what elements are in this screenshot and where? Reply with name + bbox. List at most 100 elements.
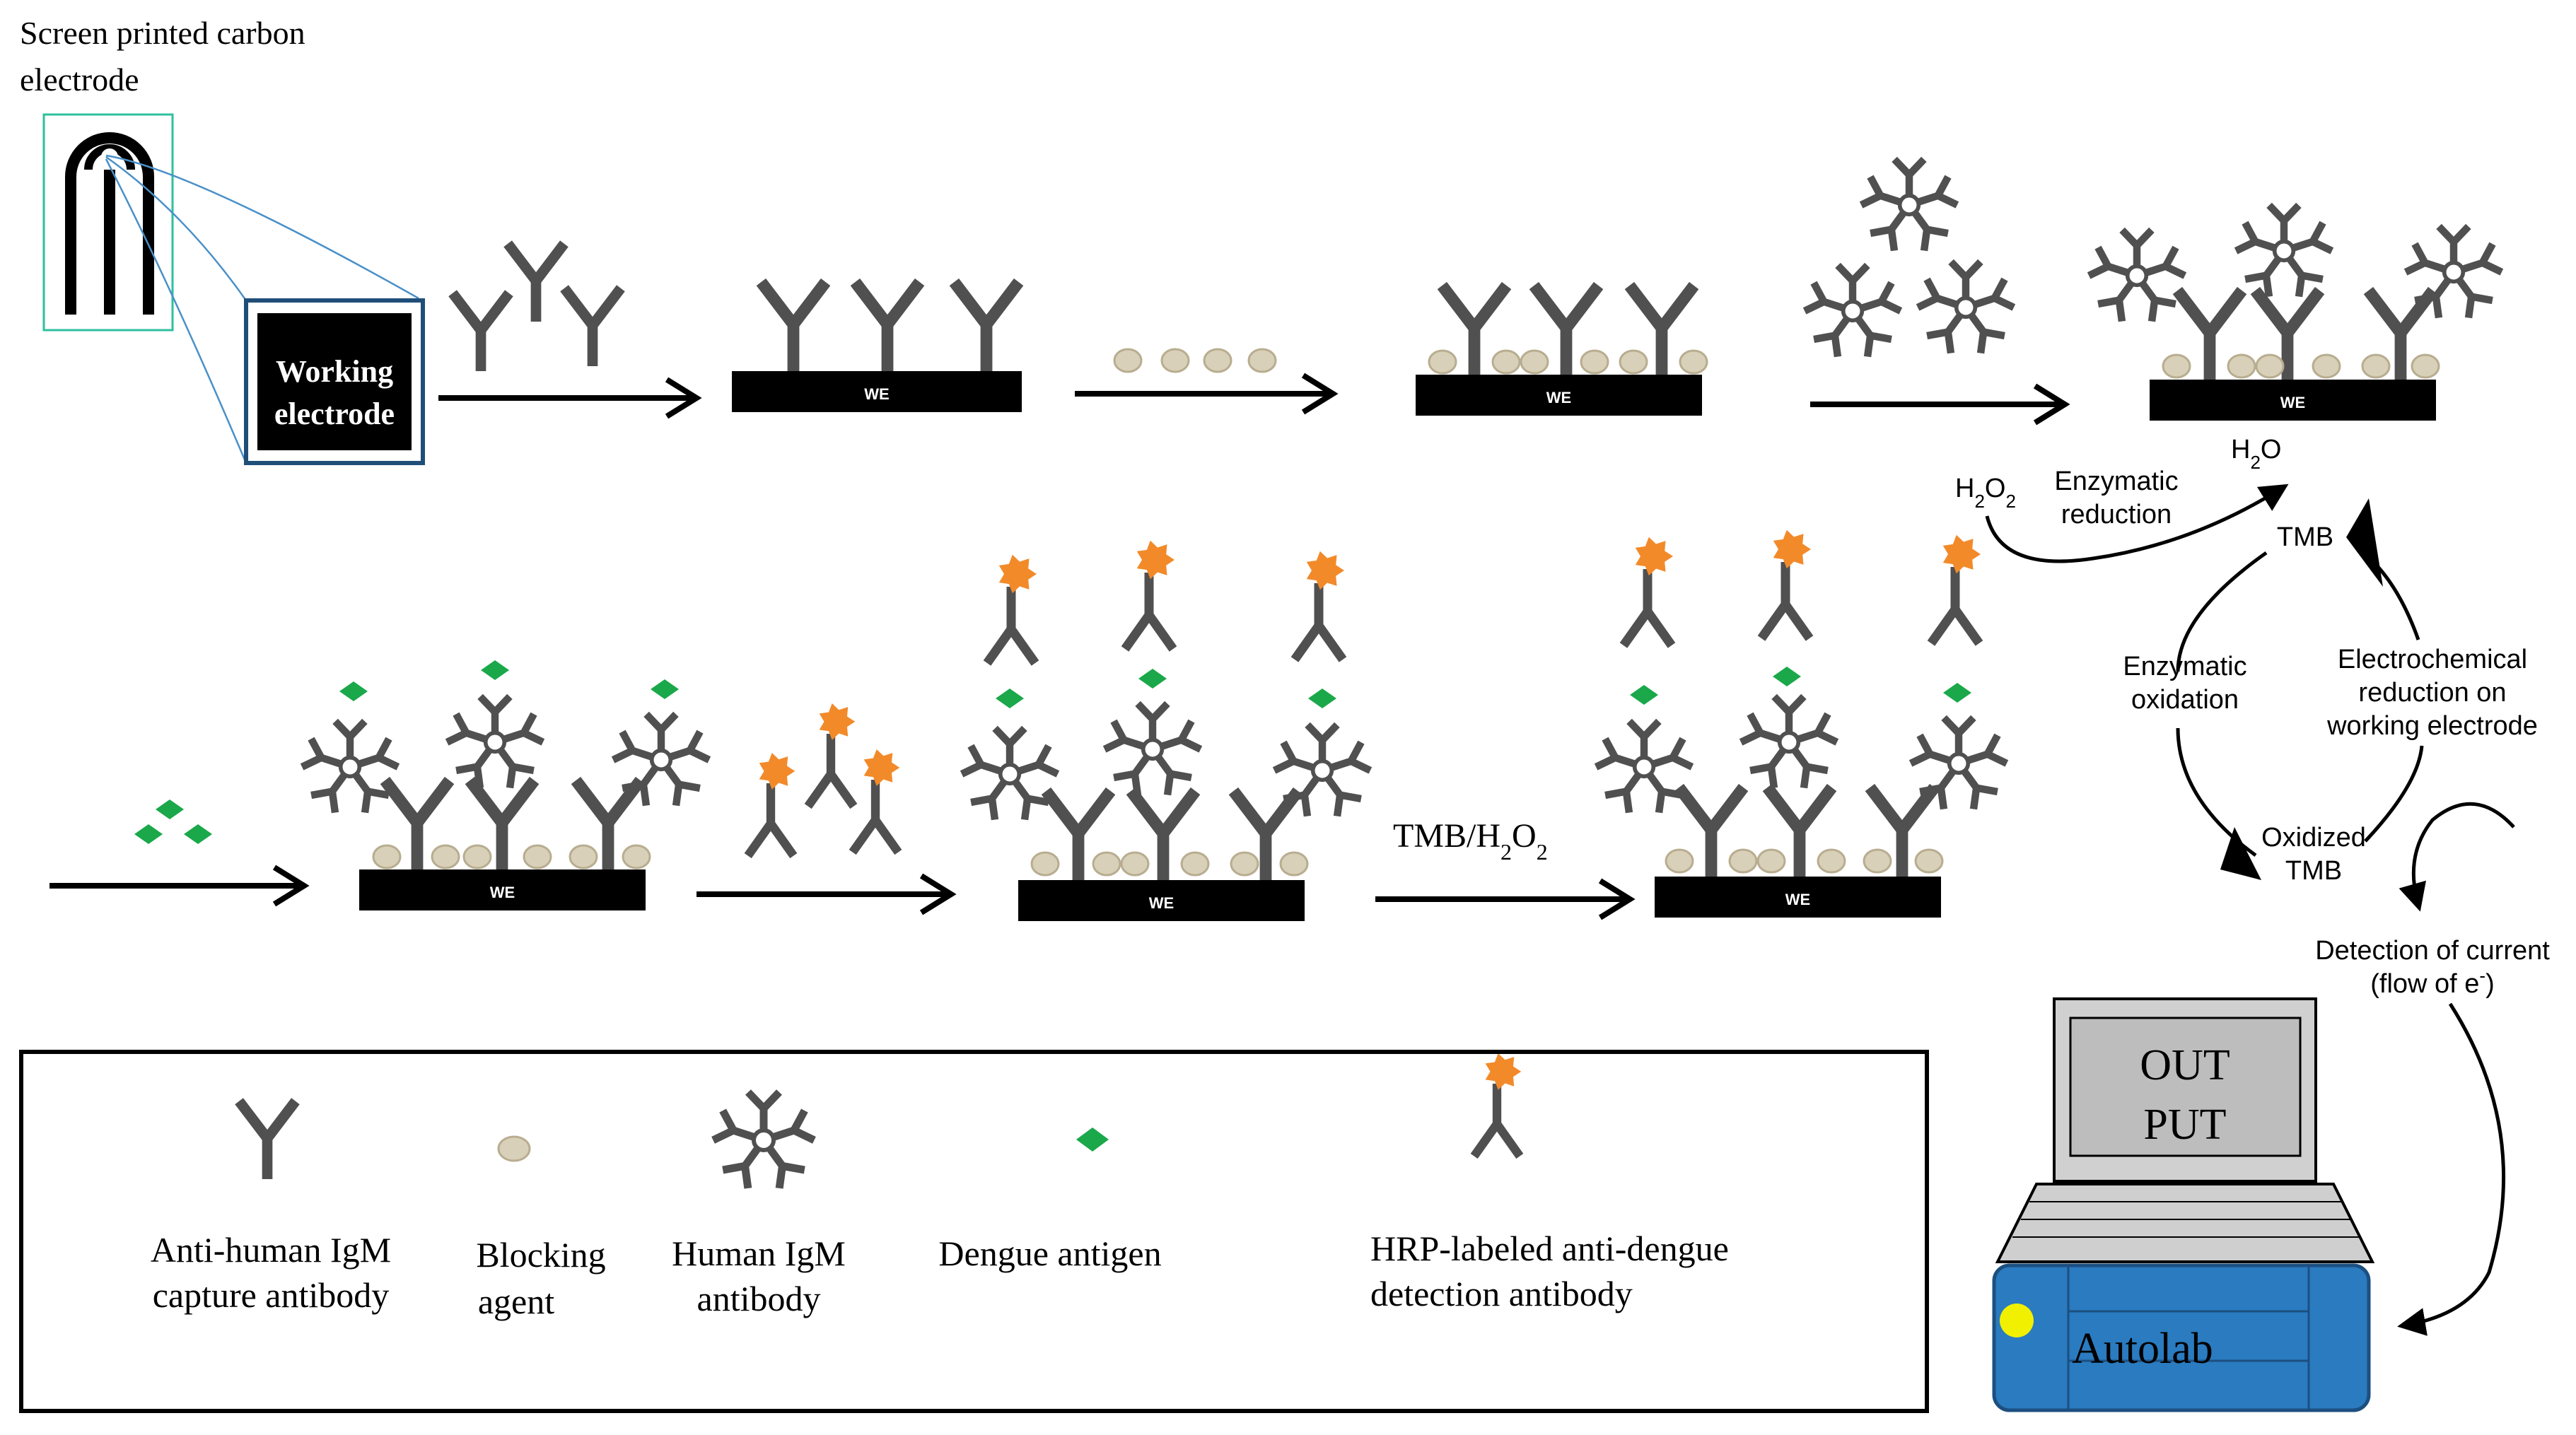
legend-blocking-line1: Blocking <box>476 1235 605 1275</box>
igm-arm <box>771 1108 816 1144</box>
electrode-we-label: WE <box>1546 389 1571 406</box>
igm-arm <box>1892 156 1927 196</box>
blocking-agent <box>1428 349 1457 375</box>
keyboard <box>1995 1183 2375 1263</box>
monitor-screen <box>2069 1017 2302 1157</box>
dengue-antigen <box>1630 685 1658 705</box>
capture-antibody <box>1126 787 1201 880</box>
igm-arm <box>1802 281 1845 315</box>
blocking-agent <box>2227 353 2256 379</box>
igm-arm <box>497 747 535 789</box>
blocking-agent <box>1491 349 1521 375</box>
hrp-detection-antibody <box>1121 540 1177 652</box>
igm-arm <box>1113 754 1150 796</box>
blocking-agent <box>1914 848 1944 874</box>
hrp-enzyme <box>1773 529 1811 569</box>
capture-antibody <box>1762 783 1837 877</box>
blocking-agent <box>1230 851 1259 877</box>
capture-antibody <box>850 278 925 371</box>
sensor-title-line2: electrode <box>20 62 139 98</box>
igm-arm <box>1919 768 1957 810</box>
igm-arm <box>445 712 487 746</box>
legend-dengue-antigen-icon <box>1076 1128 1109 1152</box>
igm-arm <box>2286 256 2324 298</box>
arrowhead <box>1598 878 1636 920</box>
igm-arm <box>2436 223 2471 263</box>
oxidation-arc-bottom <box>2176 727 2257 857</box>
working-electrode-surface: WE <box>1655 877 1941 918</box>
igm-arm <box>2145 245 2187 279</box>
capture-antibody <box>1624 281 1699 375</box>
igm-arm <box>1835 262 1870 302</box>
igm-arm <box>1749 747 1787 789</box>
igm-arm <box>477 693 513 733</box>
arrowhead <box>665 377 702 419</box>
igm-arm <box>1012 779 1049 821</box>
h2o2-label: H2O2 <box>1955 474 2016 512</box>
legend-blocking-agent-icon <box>497 1135 531 1162</box>
igm-arm <box>766 1146 805 1189</box>
igm-arm <box>970 779 1008 821</box>
we-label-line1: Working <box>276 354 393 389</box>
autolab-computer: OUT PUT Autolab <box>1992 997 2375 1412</box>
screen-output-line2: PUT <box>2143 1101 2226 1149</box>
electrochemical-line3: working electrode <box>2326 711 2538 741</box>
dengue-antigen <box>184 824 212 844</box>
blocking-agent <box>1092 851 1121 877</box>
blocking-agent <box>622 844 651 869</box>
screen-printed-electrode-group: Screen printed carbon electrode Working … <box>20 15 425 465</box>
hrp-detection-antibody <box>1290 551 1347 662</box>
legend-antigen-line1: Dengue antigen <box>938 1234 1161 1273</box>
igm-arm <box>1594 737 1636 771</box>
arrowhead <box>2033 383 2070 426</box>
igm-arm <box>1305 722 1340 761</box>
legend-human-line2: antibody <box>697 1279 821 1318</box>
dengue-antigen <box>1308 689 1336 708</box>
igm-arm <box>503 712 545 746</box>
sensor-title-line1: Screen printed carbon <box>20 15 305 51</box>
igm-arm <box>960 744 1002 778</box>
detection-line1: Detection of current <box>2315 936 2550 966</box>
free-capture-antibody <box>448 290 513 371</box>
current-branch-arrow <box>2399 802 2515 912</box>
h2o-label: H2O <box>2231 435 2281 473</box>
tmb-label: TMB <box>2277 522 2333 552</box>
igm-arm <box>711 1108 756 1144</box>
hrp-enzyme <box>759 752 795 790</box>
electrode-we-label: WE <box>490 884 515 901</box>
blocking-agent <box>1120 851 1150 877</box>
igm-arm <box>1926 312 1964 354</box>
igm-arm <box>1135 701 1170 740</box>
igm-arm <box>1911 210 1949 252</box>
detection-arrow <box>2397 1002 2506 1336</box>
blocking-agent <box>523 844 552 869</box>
arrowhead <box>919 873 957 915</box>
igm-arm <box>2414 277 2452 319</box>
dengue-antigen <box>1943 683 1971 703</box>
igm-arm <box>2403 242 2446 276</box>
igm-arm <box>643 711 679 751</box>
human-igm-antibody <box>960 725 1060 821</box>
blocking-agent <box>1756 848 1786 874</box>
igm-arm <box>722 1146 762 1189</box>
igm-arm <box>1324 775 1362 817</box>
hrp-enzyme <box>1485 1053 1522 1090</box>
dengue-antigen <box>339 681 368 701</box>
igm-arm <box>1860 281 1903 315</box>
dengue-antigen <box>1138 669 1167 689</box>
hrp-enzyme <box>1635 537 1673 576</box>
igm-arm <box>1626 718 1662 758</box>
capture-antibody <box>2172 286 2247 380</box>
igm-arm <box>1917 175 1959 209</box>
hrp-detection-antibody <box>849 749 902 855</box>
enzymatic-oxidation-line1: Enzymatic <box>2123 652 2246 681</box>
enzymatic-oxidation-line2: oxidation <box>2131 685 2239 715</box>
igm-arm <box>2234 221 2276 254</box>
igm-arm <box>992 725 1027 765</box>
igm-arm <box>1974 277 2016 311</box>
blocking-agent <box>2361 353 2391 379</box>
working-electrode-surface: WE <box>1416 375 1702 416</box>
working-electrode-surface: WE <box>2150 380 2436 421</box>
hrp-detection-antibody <box>1927 534 1983 646</box>
blocking-agent <box>1113 348 1143 373</box>
